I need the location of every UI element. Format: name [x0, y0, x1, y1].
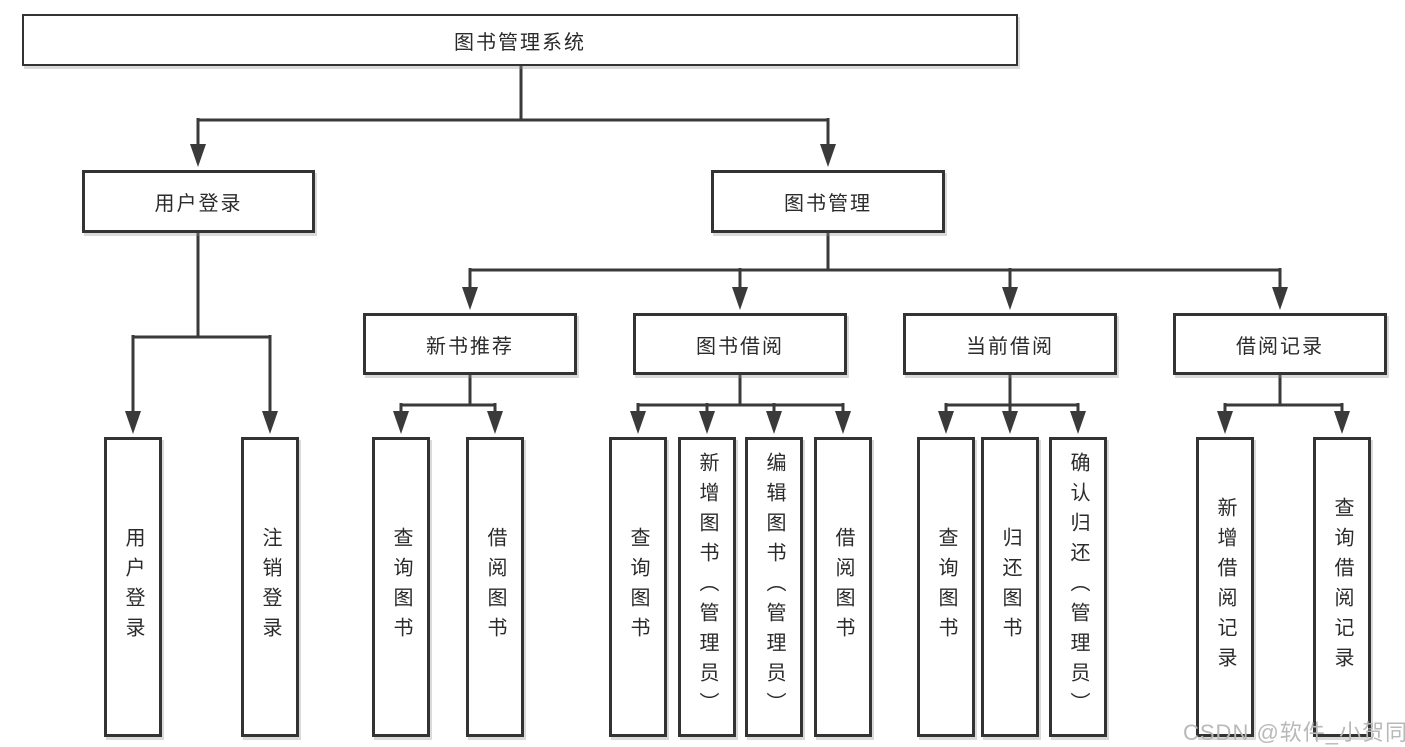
node-new-book-recommendation: 新书推荐: [363, 313, 577, 375]
leaf-query-book-current: 查询图书: [917, 437, 975, 737]
leaf-logout: 注销登录: [241, 437, 299, 737]
leaf-borrow-book-recommend-label: 借阅图书: [484, 527, 506, 647]
leaf-add-book-admin-label: 新增图书（管理员）: [696, 452, 718, 722]
leaf-edit-book-admin: 编辑图书（管理员）: [745, 437, 803, 737]
leaf-query-book-recommend-label: 查询图书: [390, 527, 412, 647]
leaf-user-login-label: 用户登录: [122, 527, 144, 647]
leaf-query-book-borrowing: 查询图书: [609, 437, 667, 737]
node-book-borrowing-label: 图书借阅: [696, 335, 784, 358]
node-current-borrowing-label: 当前借阅: [966, 335, 1054, 358]
leaf-query-book-current-label: 查询图书: [935, 527, 957, 647]
leaf-query-book-recommend: 查询图书: [372, 437, 430, 737]
node-book-management: 图书管理: [711, 170, 945, 233]
leaf-return-book-label: 归还图书: [999, 527, 1021, 647]
leaf-user-login: 用户登录: [104, 437, 162, 737]
leaf-borrow-book: 借阅图书: [814, 437, 872, 737]
leaf-add-borrow-record-label: 新增借阅记录: [1214, 497, 1236, 677]
leaf-query-borrow-record: 查询借阅记录: [1313, 437, 1371, 737]
watermark-text: CSDN @软件_小贺同学: [1183, 720, 1405, 745]
node-user-login-label: 用户登录: [154, 193, 243, 215]
leaf-confirm-return-admin-label: 确认归还（管理员）: [1067, 452, 1089, 722]
leaf-confirm-return-admin: 确认归还（管理员）: [1049, 437, 1107, 737]
leaf-return-book: 归还图书: [981, 437, 1039, 737]
leaf-query-borrow-record-label: 查询借阅记录: [1331, 497, 1353, 677]
node-book-management-label: 图书管理: [784, 193, 872, 215]
node-root-label: 图书管理系统: [454, 31, 586, 54]
leaf-borrow-book-recommend: 借阅图书: [466, 437, 524, 737]
leaf-borrow-book-label: 借阅图书: [832, 527, 854, 647]
node-new-book-recommendation-label: 新书推荐: [426, 335, 514, 358]
node-borrow-records: 借阅记录: [1173, 313, 1387, 375]
leaf-edit-book-admin-label: 编辑图书（管理员）: [763, 452, 785, 722]
leaf-add-borrow-record: 新增借阅记录: [1196, 437, 1254, 737]
node-user-login: 用户登录: [82, 170, 315, 233]
leaf-logout-label: 注销登录: [259, 527, 281, 647]
leaf-query-book-borrowing-label: 查询图书: [627, 527, 649, 647]
node-book-borrowing: 图书借阅: [633, 313, 847, 375]
node-root: 图书管理系统: [22, 14, 1018, 66]
node-borrow-records-label: 借阅记录: [1236, 335, 1324, 358]
node-current-borrowing: 当前借阅: [903, 313, 1117, 375]
leaf-add-book-admin: 新增图书（管理员）: [678, 437, 736, 737]
